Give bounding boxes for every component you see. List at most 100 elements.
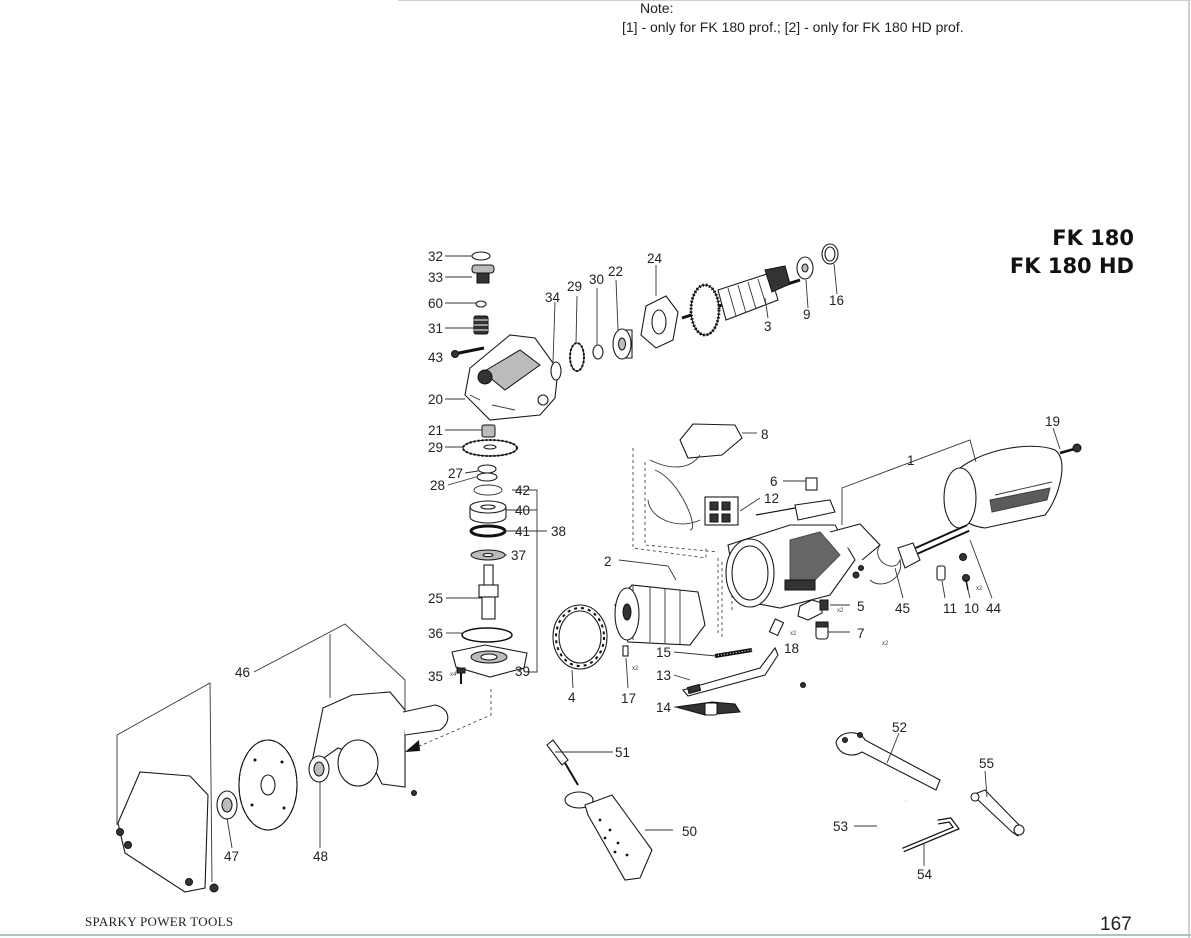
callout-42: 42 [515,483,530,498]
callout-29-pinion: 29 [567,279,582,294]
callout-44: 44 [986,601,1002,616]
part-7-brush-cap [815,621,829,640]
part-53-hex-key [877,798,926,830]
part-18-carbon-brush [768,618,785,637]
callout-21: 21 [428,423,443,438]
part-24-fan-baffle [640,295,679,349]
screws-housing [800,565,864,688]
part-8-cable-cover [647,423,743,531]
callout-12: 12 [764,491,779,506]
callout-14: 14 [656,700,672,715]
part-51-handle-stud [546,739,579,786]
part-29-ring-gear [462,439,518,457]
part-11-cable-clamp [936,565,946,581]
part-33-spindle-lock [471,264,495,284]
callout-53: 53 [833,819,848,834]
callout-labels: 1 2 3 4 5 6 7 8 9 10 11 12 13 14 15 16 1… [224,249,1060,882]
part-60-oring [475,300,487,308]
part-14-switch-button [675,701,741,716]
leader-lines [116,255,1061,883]
part-54-hex-key [902,817,960,853]
callout-28: 28 [430,478,445,493]
callout-47: 47 [224,849,239,864]
callout-41: 41 [515,524,530,539]
part-37-washer [470,549,506,561]
part-13-switch-rod [682,646,779,697]
callout-36: 36 [428,626,443,641]
note-text: [1] - only for FK 180 prof.; [2] - only … [622,19,964,35]
part-1-rear-handle-housing [943,445,1063,529]
callout-8: 8 [761,427,769,442]
part-50-side-handle [564,791,653,881]
footer-brand: SPARKY POWER TOOLS [85,914,234,929]
callout-37: 37 [511,548,526,563]
callout-1: 1 [907,453,915,468]
svg-text:x2: x2 [837,608,844,614]
bottom-rule [0,934,1191,936]
assembly-arrow [405,689,492,752]
callout-13: 13 [656,668,671,683]
callout-55: 55 [979,756,994,771]
callout-19: 19 [1045,414,1060,429]
callout-22: 22 [608,264,623,279]
callout-18: 18 [784,641,799,656]
callout-6: 6 [770,474,778,489]
callout-2: 2 [604,554,612,569]
callout-4: 4 [568,690,576,705]
callout-30: 30 [589,272,604,287]
part-22-bearing [612,328,633,360]
part-28-washer [476,472,498,482]
part-30-washer [592,344,604,360]
callout-33: 33 [428,270,443,285]
callout-50: 50 [682,824,697,839]
callout-15: 15 [656,645,671,660]
svg-text:x2: x2 [632,666,639,672]
callout-46: 46 [235,665,250,680]
callout-29-ring-gear: 29 [428,440,443,455]
part-46-guard-plate [116,771,219,893]
callout-34: 34 [545,290,561,305]
callout-39: 39 [515,664,530,679]
part-27-washer [477,464,497,474]
part-21-bushing [481,424,496,438]
callout-17: 17 [621,691,636,706]
callout-3: 3 [764,319,772,334]
svg-text:x2: x2 [976,586,983,592]
callout-9: 9 [803,307,811,322]
callout-38: 38 [551,524,566,539]
callout-24: 24 [647,251,663,266]
callout-31: 31 [428,321,443,336]
part-45-cable-clamp-wire [869,544,902,585]
callout-43: 43 [428,350,443,365]
model-title-fk180: FK 180 [1052,226,1134,250]
callout-60: 60 [428,296,443,311]
callout-20: 20 [428,392,443,407]
callout-35: 35 [428,669,443,684]
multiplier-marks: x2 x2 x2 x2 x2 x4 [450,586,983,678]
note-title: Note: [640,0,674,16]
part-41-seal [469,524,507,538]
svg-text:x2: x2 [790,631,797,637]
callout-52: 52 [892,720,907,735]
part-36-oring [461,627,513,643]
callout-10: 10 [964,601,979,616]
part-5-brush-holder [797,599,829,621]
part-3-armature [681,265,801,337]
part-15-spring [714,648,753,658]
part-48-flange-nut [308,755,330,783]
part-2-stator [614,584,706,646]
callout-5: 5 [857,599,865,614]
part-10-screw [959,553,970,591]
model-title-fk180hd: FK 180 HD [1009,254,1134,278]
callout-48: 48 [313,849,328,864]
part-47-flange [216,790,238,820]
diamond-blade [238,739,298,831]
part-12-suppressor [704,496,739,526]
part-35-screw [456,667,466,684]
callout-27: 27 [448,466,463,481]
callout-45: 45 [895,601,910,616]
part-25-spindle [478,564,499,620]
part-44-power-cable [897,524,970,569]
part-4-motor-end-ring [552,604,608,670]
part-6-switch-link [755,477,836,521]
